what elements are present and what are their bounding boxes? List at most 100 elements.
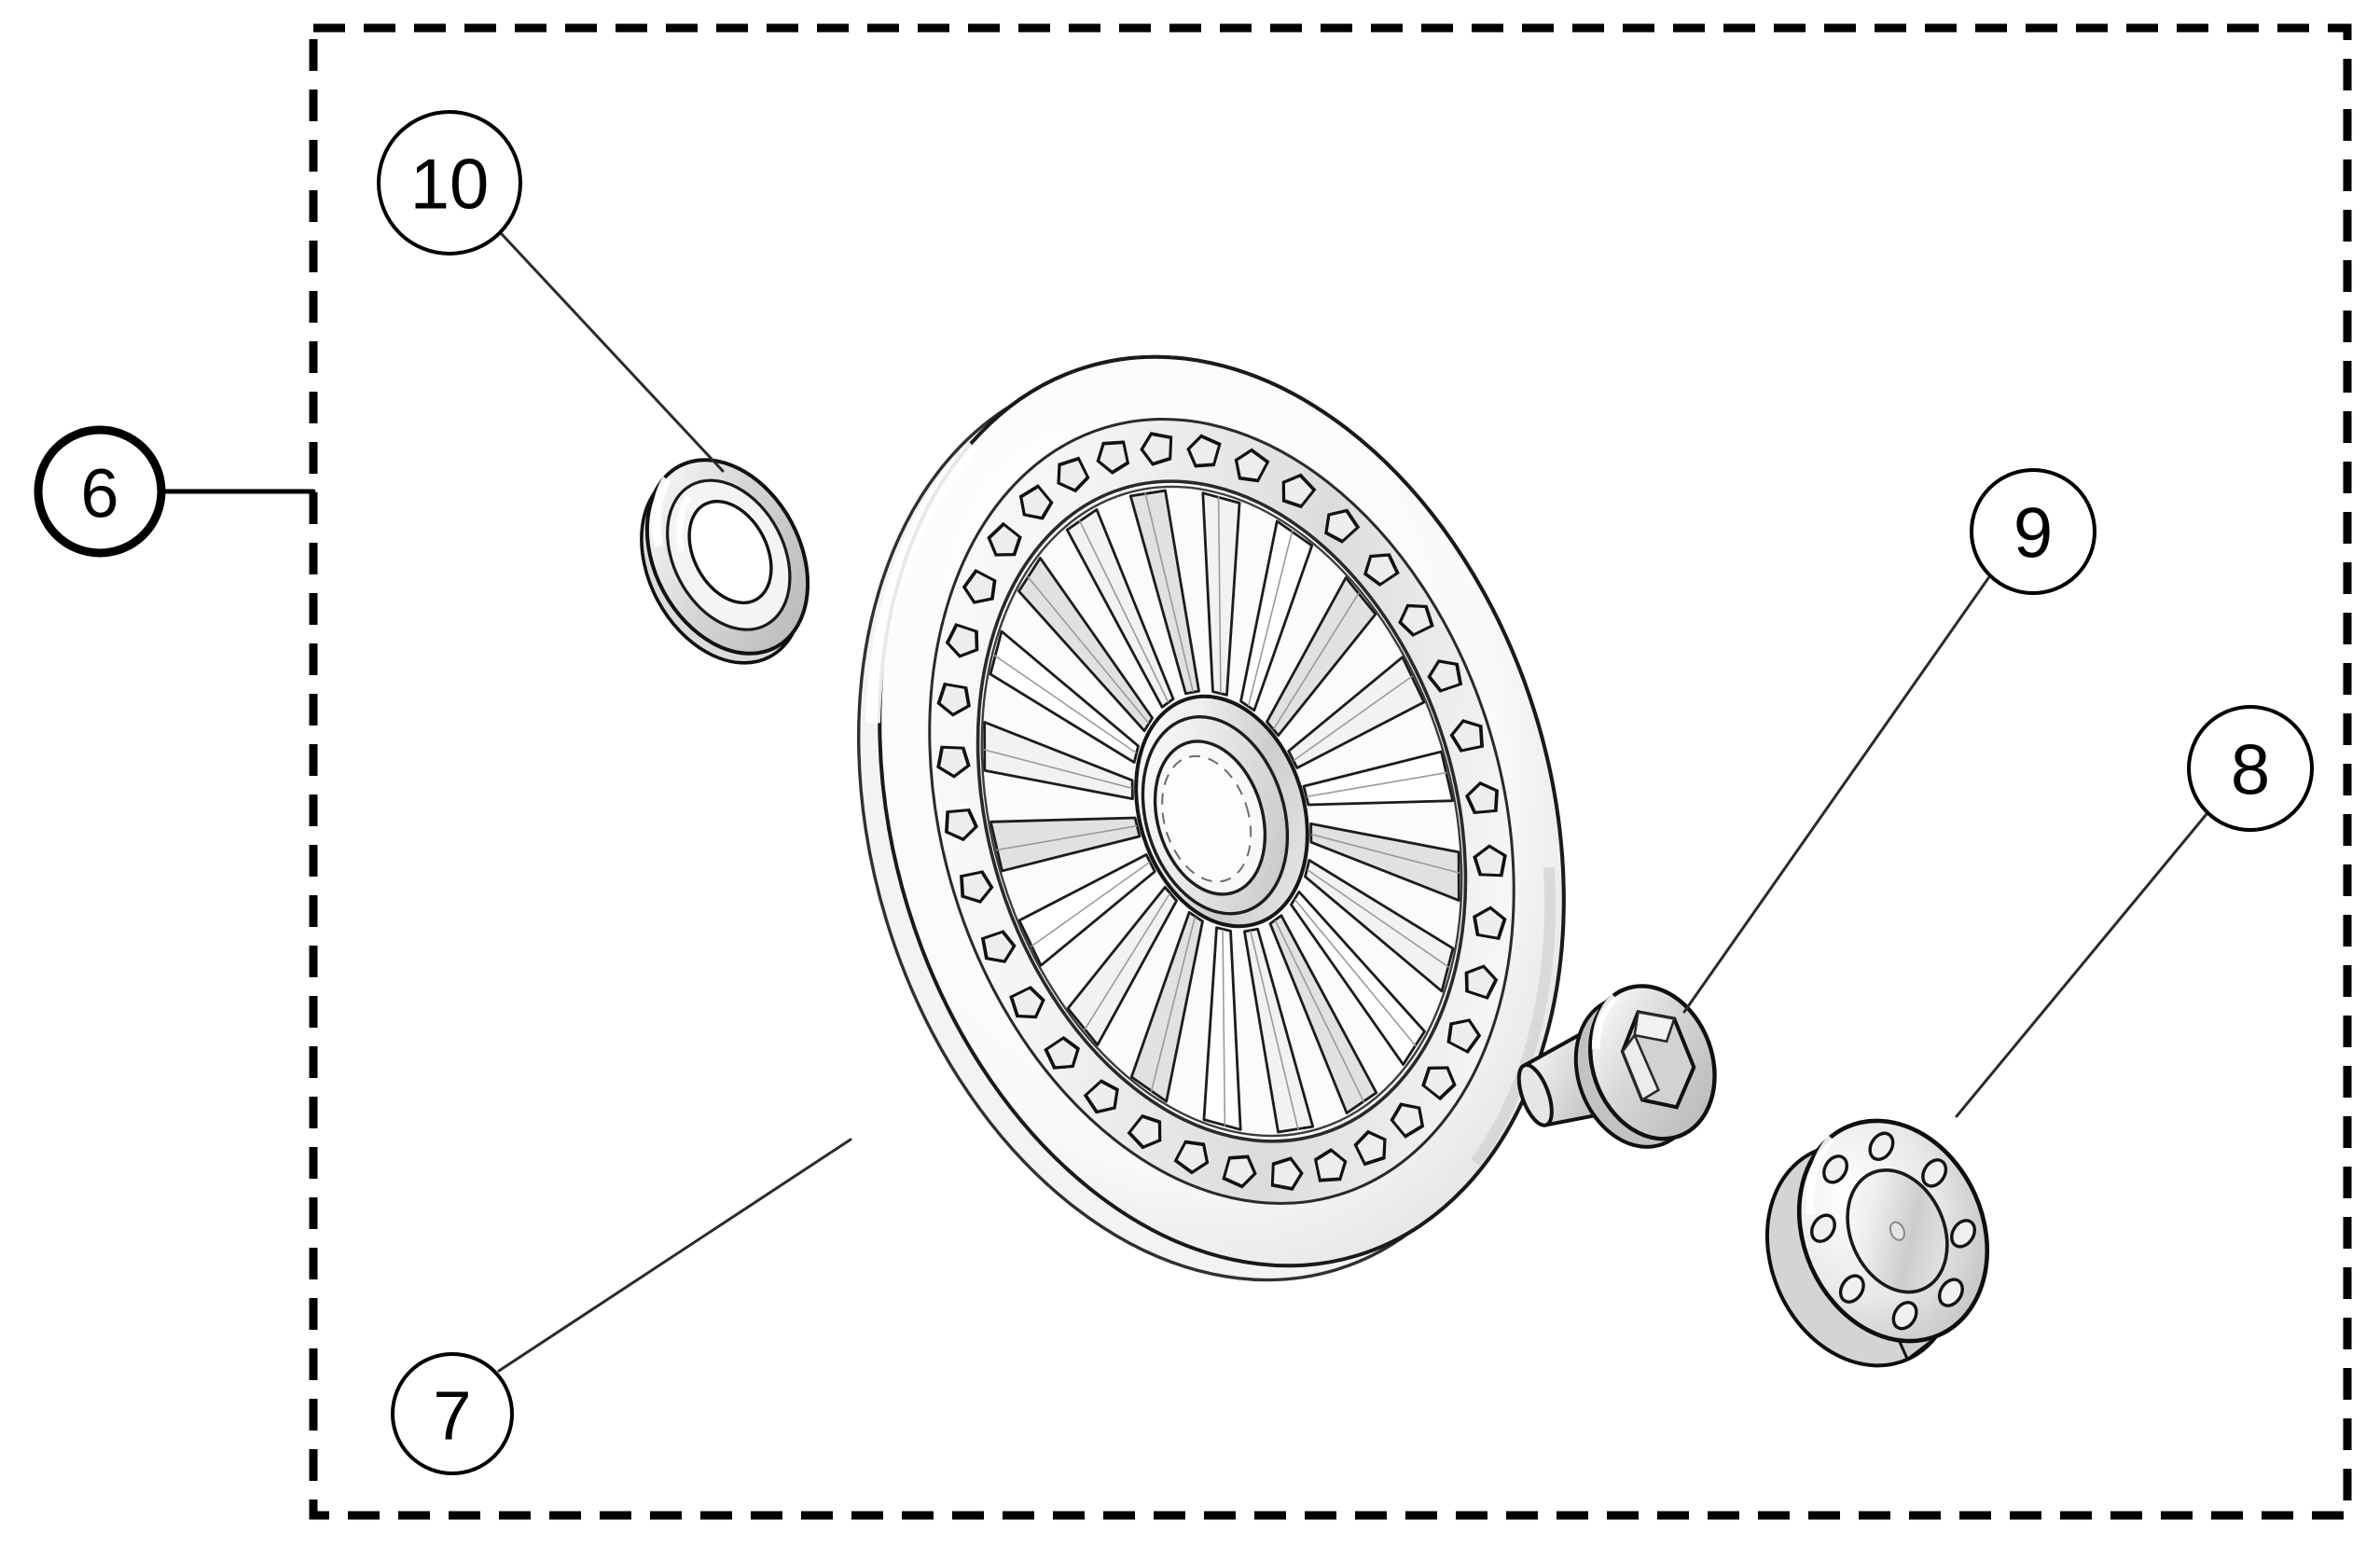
rotor-vane — [1202, 926, 1242, 1131]
rotor-vane-rib — [994, 655, 1137, 754]
callout-label-9: 9 — [2013, 494, 2053, 574]
callout-label-6: 6 — [80, 455, 118, 532]
rotor-slot — [980, 930, 1017, 963]
hub-center-pip — [1889, 1221, 1906, 1241]
rotor-vane-rib — [1247, 531, 1294, 707]
callout-bubbles: 6 10 7 9 8 — [34, 110, 2314, 1475]
rotor-vane — [983, 721, 1134, 800]
rotor-slot — [936, 682, 971, 717]
bolt-hex-left-facet — [1621, 1032, 1661, 1102]
leader-line-7 — [497, 1138, 852, 1373]
bolt-hex-top-facet — [1633, 1010, 1676, 1044]
rotor-vane-rib — [996, 824, 1138, 851]
rotor-slot — [1018, 484, 1054, 520]
rotor-slot — [944, 809, 979, 842]
rotor-vane-rib — [1272, 592, 1360, 730]
rotor-rim-highlight — [865, 441, 979, 724]
rotor-slot — [936, 745, 971, 779]
rotor-slot — [1009, 986, 1045, 1019]
rotor-slot — [1464, 781, 1500, 814]
rotor-vane-rib — [1078, 519, 1169, 703]
rotor-slot — [1473, 844, 1507, 878]
rotor-slot — [1281, 473, 1317, 509]
rotor-vane-rib — [1031, 861, 1151, 947]
bolt-shank-end — [1516, 1063, 1554, 1127]
rotor-slot — [1324, 508, 1361, 544]
rotor-slot — [1083, 1079, 1119, 1114]
callout-10[interactable]: 10 — [377, 110, 522, 256]
assembly-group-boundary — [309, 23, 2352, 1520]
rotor-slot — [987, 521, 1022, 557]
rotor-vane-web — [983, 489, 1460, 1134]
rotor-slot — [1044, 1035, 1081, 1070]
hub-bolt-hole — [1810, 1213, 1836, 1243]
bolt-flange-highlight — [1591, 993, 1618, 1050]
callout-circle-8[interactable] — [2187, 705, 2314, 832]
hub-bolt-hole — [1921, 1158, 1948, 1188]
seal-highlight — [651, 477, 671, 548]
rotor-vane-rib — [1084, 892, 1171, 1030]
rotor-vane-rib — [1306, 771, 1447, 798]
callout-circle-7[interactable] — [391, 1352, 514, 1475]
part-flange-bolt — [1516, 984, 1717, 1149]
part-wheel-hub-flange — [1764, 1118, 1990, 1368]
callout-7[interactable]: 7 — [391, 1352, 514, 1475]
rotor-vane-rib — [1307, 868, 1449, 968]
rotor-slot — [1096, 440, 1130, 475]
rotor-vane-rib — [1027, 575, 1150, 725]
rotor-slot — [1173, 1140, 1210, 1175]
part-brake-rotor — [857, 354, 1566, 1282]
rotor-hub-bore-inner — [1161, 754, 1252, 883]
rotor-slot — [962, 569, 997, 604]
rotor-vane-rib — [1144, 492, 1195, 693]
hub-flange-highlight — [1806, 1135, 1835, 1216]
callout-label-10: 10 — [410, 145, 490, 225]
rotor-slot-ring — [936, 432, 1507, 1191]
seal-inner-highlight — [676, 494, 692, 552]
rotor-vane-rib — [1150, 916, 1197, 1092]
rotor-slot — [1427, 659, 1463, 693]
rotor-slot — [1313, 1148, 1348, 1182]
rotor-slot — [1127, 1113, 1162, 1150]
rotor-slot — [1449, 719, 1485, 753]
rotor-slot — [1398, 603, 1434, 637]
rotor-vane-rib — [1274, 919, 1365, 1103]
rotor-slot — [1057, 456, 1090, 493]
callout-6[interactable]: 6 — [34, 425, 166, 558]
rotor-vane-rib — [1217, 496, 1222, 694]
hub-bolt-hole — [1822, 1154, 1849, 1184]
rotor-web-ring — [980, 485, 1463, 1138]
hub-bolt-hole — [1891, 1301, 1918, 1331]
rotor-vane-rib — [983, 749, 1133, 790]
rotor-slot — [1353, 1129, 1387, 1167]
rotor-vane-rib — [1293, 675, 1413, 762]
rotor-vane-rib — [1222, 929, 1226, 1126]
rotor-slot — [1421, 1066, 1457, 1101]
rotor-slot — [1140, 432, 1173, 466]
leader-line-9 — [1682, 576, 1990, 1014]
rotor-vane — [1309, 822, 1460, 902]
callout-label-8: 8 — [2231, 731, 2270, 810]
leader-line-10 — [499, 231, 725, 473]
leader-lines — [159, 231, 2208, 1373]
hub-bolt-hole — [1838, 1274, 1865, 1304]
callout-9[interactable]: 9 — [1970, 468, 2096, 595]
callout-circle-10[interactable] — [377, 110, 522, 256]
callout-label-7: 7 — [433, 1377, 471, 1455]
rotor-slot — [1234, 448, 1270, 483]
callout-8[interactable]: 8 — [2187, 705, 2314, 832]
callout-circle-9[interactable] — [1970, 468, 2096, 595]
rotor-slot — [945, 623, 979, 658]
callout-circle-6[interactable] — [34, 425, 166, 558]
rotor-vane-rib — [1294, 898, 1417, 1047]
rotor-slot — [959, 870, 994, 904]
part-seal-ring — [640, 458, 810, 665]
rotor-vane-rib — [1310, 833, 1460, 874]
rotor-vane — [1201, 491, 1241, 697]
hub-bolt-hole — [1950, 1219, 1976, 1249]
rotor-slot — [1186, 434, 1222, 468]
rotor-slot — [1464, 964, 1499, 1000]
hub-bolt-hole-ring — [1810, 1131, 1976, 1331]
